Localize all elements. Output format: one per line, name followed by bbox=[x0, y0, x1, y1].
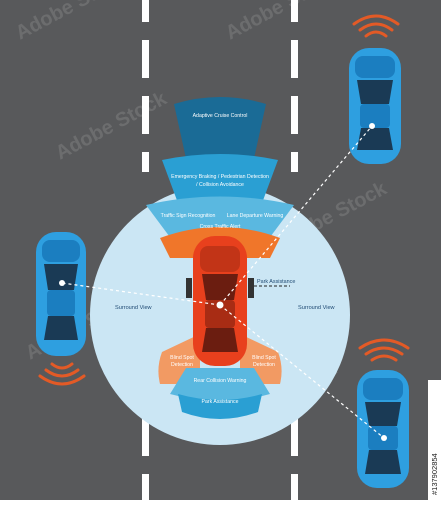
blind-spot-left-label-2: Detection bbox=[171, 362, 193, 368]
surround-view-right-label: Surround View bbox=[298, 305, 336, 311]
park-assistance-label: Park Assistance bbox=[257, 279, 295, 285]
emergency-braking-label-1: Emergency Braking / Pedestrian Detection bbox=[171, 174, 269, 180]
cross-traffic-label: Cross Traffic Alert bbox=[200, 224, 241, 230]
blind-spot-right-label-1: Blind Spot bbox=[252, 355, 276, 361]
car-left bbox=[36, 232, 86, 356]
park-assistance-rear-label: Park Assistance bbox=[202, 399, 239, 405]
rear-collision-zone bbox=[170, 368, 270, 401]
car-bottom-right bbox=[357, 370, 409, 488]
v2v-links bbox=[61, 125, 385, 439]
stock-id-strip bbox=[428, 380, 441, 500]
emergency-braking-label-2: / Collision Avoidance bbox=[196, 182, 244, 188]
signal-waves-left bbox=[38, 362, 86, 386]
lane-departure-label: Lane Departure Warning bbox=[227, 213, 284, 219]
surround-view-left-label: Surround View bbox=[115, 305, 153, 311]
adaptive-cruise-label: Adaptive Cruise Control bbox=[193, 113, 248, 119]
blind-spot-left-label-1: Blind Spot bbox=[170, 355, 194, 361]
signal-waves-top-right bbox=[352, 14, 400, 38]
stock-id: #137902854 bbox=[430, 453, 439, 495]
car-left-sensor bbox=[59, 280, 65, 286]
lane-markings bbox=[142, 0, 298, 500]
car-top-right bbox=[349, 48, 401, 164]
park-assistance-rear-zone bbox=[178, 394, 262, 419]
signal-waves-bottom-right bbox=[358, 338, 410, 362]
traffic-sign-label: Traffic Sign Recognition bbox=[161, 213, 216, 219]
ego-car bbox=[186, 236, 254, 366]
rear-collision-label: Rear Collision Warning bbox=[194, 378, 247, 384]
blind-spot-right-label-2: Detection bbox=[253, 362, 275, 368]
